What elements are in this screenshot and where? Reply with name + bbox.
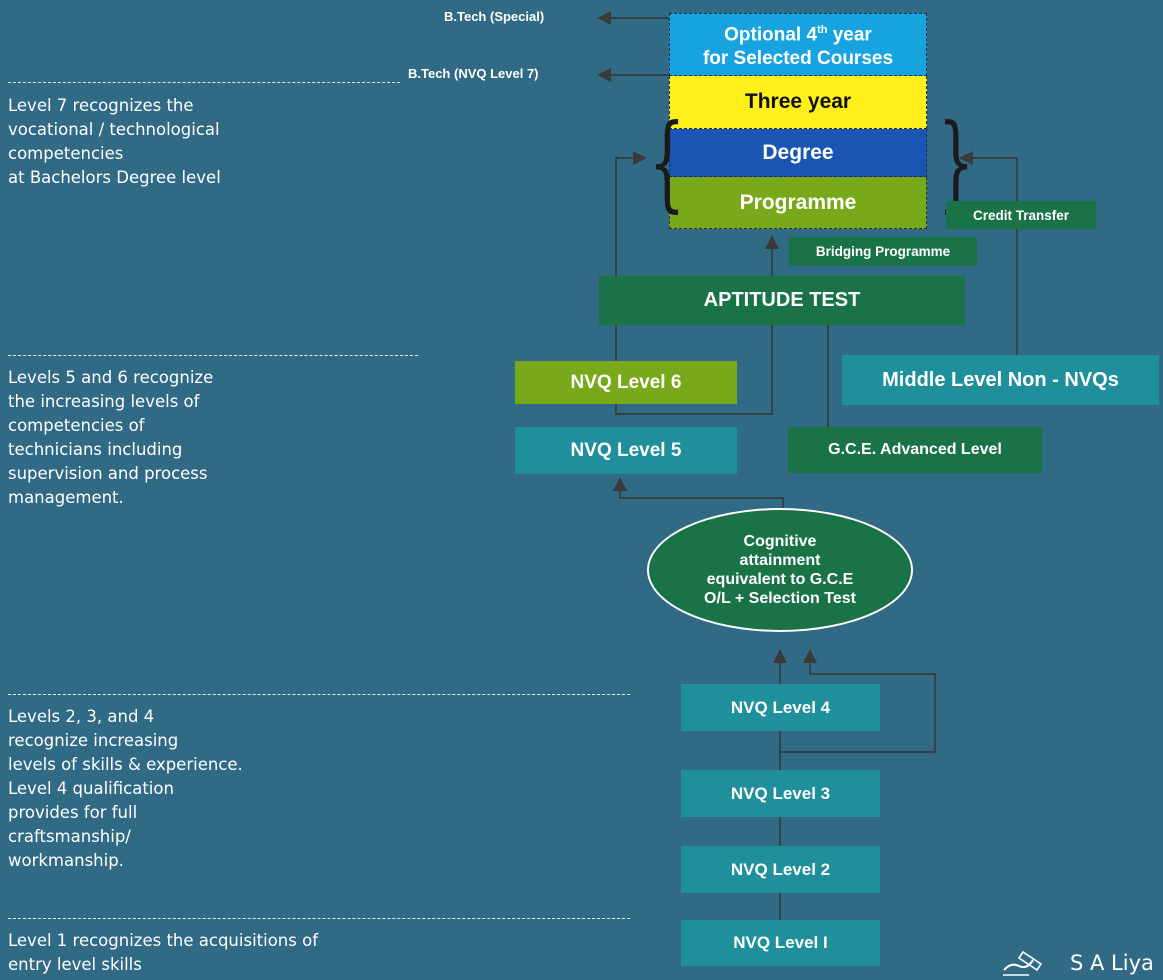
aptitude-test-box: APTITUDE TEST xyxy=(599,276,965,325)
btech-special-label: B.Tech (Special) xyxy=(444,9,545,24)
nvq-level-4-box: NVQ Level 4 xyxy=(681,684,880,731)
level7-description: Level 7 recognizes the vocational / tech… xyxy=(8,96,221,187)
cognitive-attainment-ellipse: Cognitive attainment equivalent to G.C.E… xyxy=(647,508,913,632)
credit-transfer-box: Credit Transfer xyxy=(946,201,1096,229)
programme-box: Programme xyxy=(669,177,927,229)
degree-box: Degree xyxy=(669,129,927,177)
gce-advanced-level-box: G.C.E. Advanced Level xyxy=(788,427,1042,473)
divider-level1 xyxy=(8,918,630,919)
optional-4th-year-box: Optional 4th year for Selected Courses xyxy=(669,13,927,76)
nvq-level-1-box: NVQ Level I xyxy=(681,920,880,966)
nvq-level-3-box: NVQ Level 3 xyxy=(681,770,880,817)
pen-writing-icon xyxy=(1003,950,1043,976)
bridging-programme-box: Bridging Programme xyxy=(789,237,977,266)
nvq-level-6-box: NVQ Level 6 xyxy=(515,361,737,404)
level1-description: Level 1 recognizes the acquisitions of e… xyxy=(8,931,319,974)
author-credit: S A Liya xyxy=(1070,951,1154,975)
three-year-box: Three year xyxy=(669,76,927,129)
level56-description: Levels 5 and 6 recognize the increasing … xyxy=(8,368,214,507)
nvq-level-5-box: NVQ Level 5 xyxy=(515,427,737,474)
left-brace: { xyxy=(648,101,686,223)
right-brace: } xyxy=(937,101,975,223)
divider-level56 xyxy=(8,355,418,356)
btech-nvq7-label: B.Tech (NVQ Level 7) xyxy=(408,66,539,81)
optional-4th-year-line1: Optional 4th year xyxy=(724,23,872,46)
middle-level-non-nvqs-box: Middle Level Non - NVQs xyxy=(842,355,1159,405)
nvq-level-2-box: NVQ Level 2 xyxy=(681,846,880,893)
level234-description: Levels 2, 3, and 4 recognize increasing … xyxy=(8,707,243,870)
divider-level234 xyxy=(8,694,630,695)
divider-level7 xyxy=(8,82,400,83)
optional-4th-year-line2: for Selected Courses xyxy=(702,48,894,70)
